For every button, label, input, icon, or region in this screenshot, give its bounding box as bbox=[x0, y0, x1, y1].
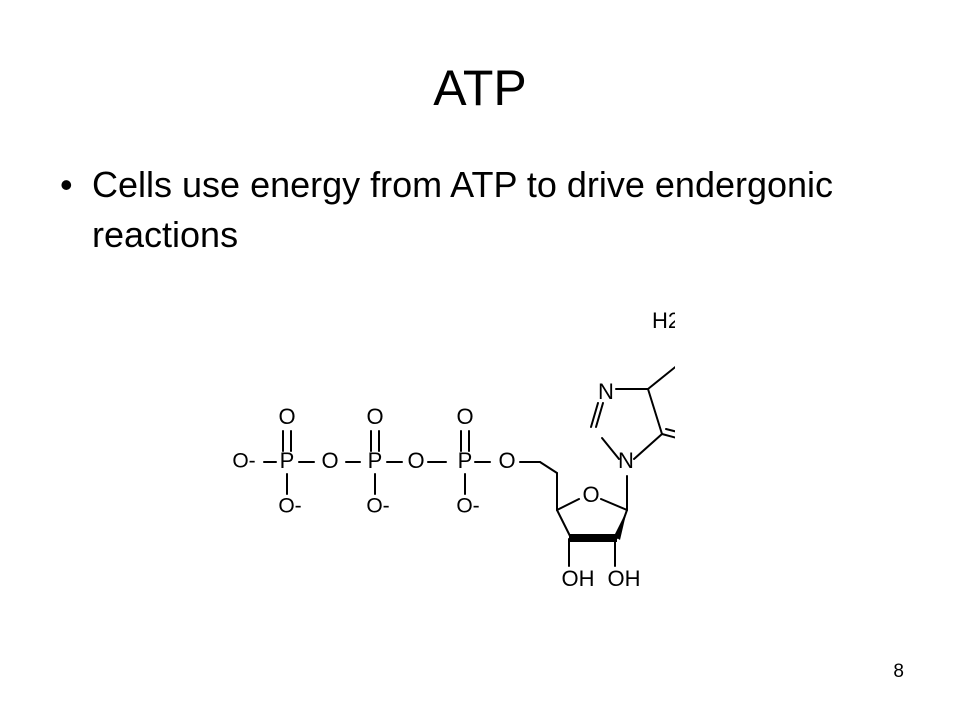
n7-atom-label: N bbox=[598, 379, 614, 404]
bullet-dot-icon: • bbox=[60, 164, 73, 205]
bullet-item: • Cells use energy from ATP to drive end… bbox=[56, 160, 876, 260]
phosphorus-label: P bbox=[368, 448, 383, 473]
double-bond-oxygen-label: O bbox=[278, 404, 295, 429]
n9-atom-label: N bbox=[618, 448, 634, 473]
bridging-oxygen-label: O bbox=[407, 448, 424, 473]
double-bond-oxygen-label: O bbox=[366, 404, 383, 429]
phosphorus-label: P bbox=[458, 448, 473, 473]
ring-oxygen-label: O bbox=[582, 482, 599, 507]
bridging-oxygen-label: O bbox=[498, 448, 515, 473]
anionic-oxygen-label: O- bbox=[366, 495, 389, 518]
slide-number: 8 bbox=[893, 661, 904, 682]
bridging-oxygen-label: O bbox=[321, 448, 338, 473]
phosphorus-label: P bbox=[280, 448, 295, 473]
bullet-list: • Cells use energy from ATP to drive end… bbox=[56, 160, 876, 260]
double-bond-oxygen-label: O bbox=[456, 404, 473, 429]
anionic-oxygen-label: O- bbox=[232, 450, 255, 473]
hydroxyl-label: OH bbox=[608, 566, 641, 591]
anionic-oxygen-label: O- bbox=[278, 495, 301, 518]
hydroxyl-label: OH bbox=[562, 566, 595, 591]
atp-structure-diagram: H2N N N N N O P P P O O O O O O O- O- O-… bbox=[232, 308, 675, 591]
amine-label: H2N bbox=[652, 308, 675, 333]
anionic-oxygen-label: O- bbox=[456, 495, 479, 518]
bullet-text: Cells use energy from ATP to drive ender… bbox=[92, 164, 834, 255]
slide-title: ATP bbox=[433, 60, 527, 116]
